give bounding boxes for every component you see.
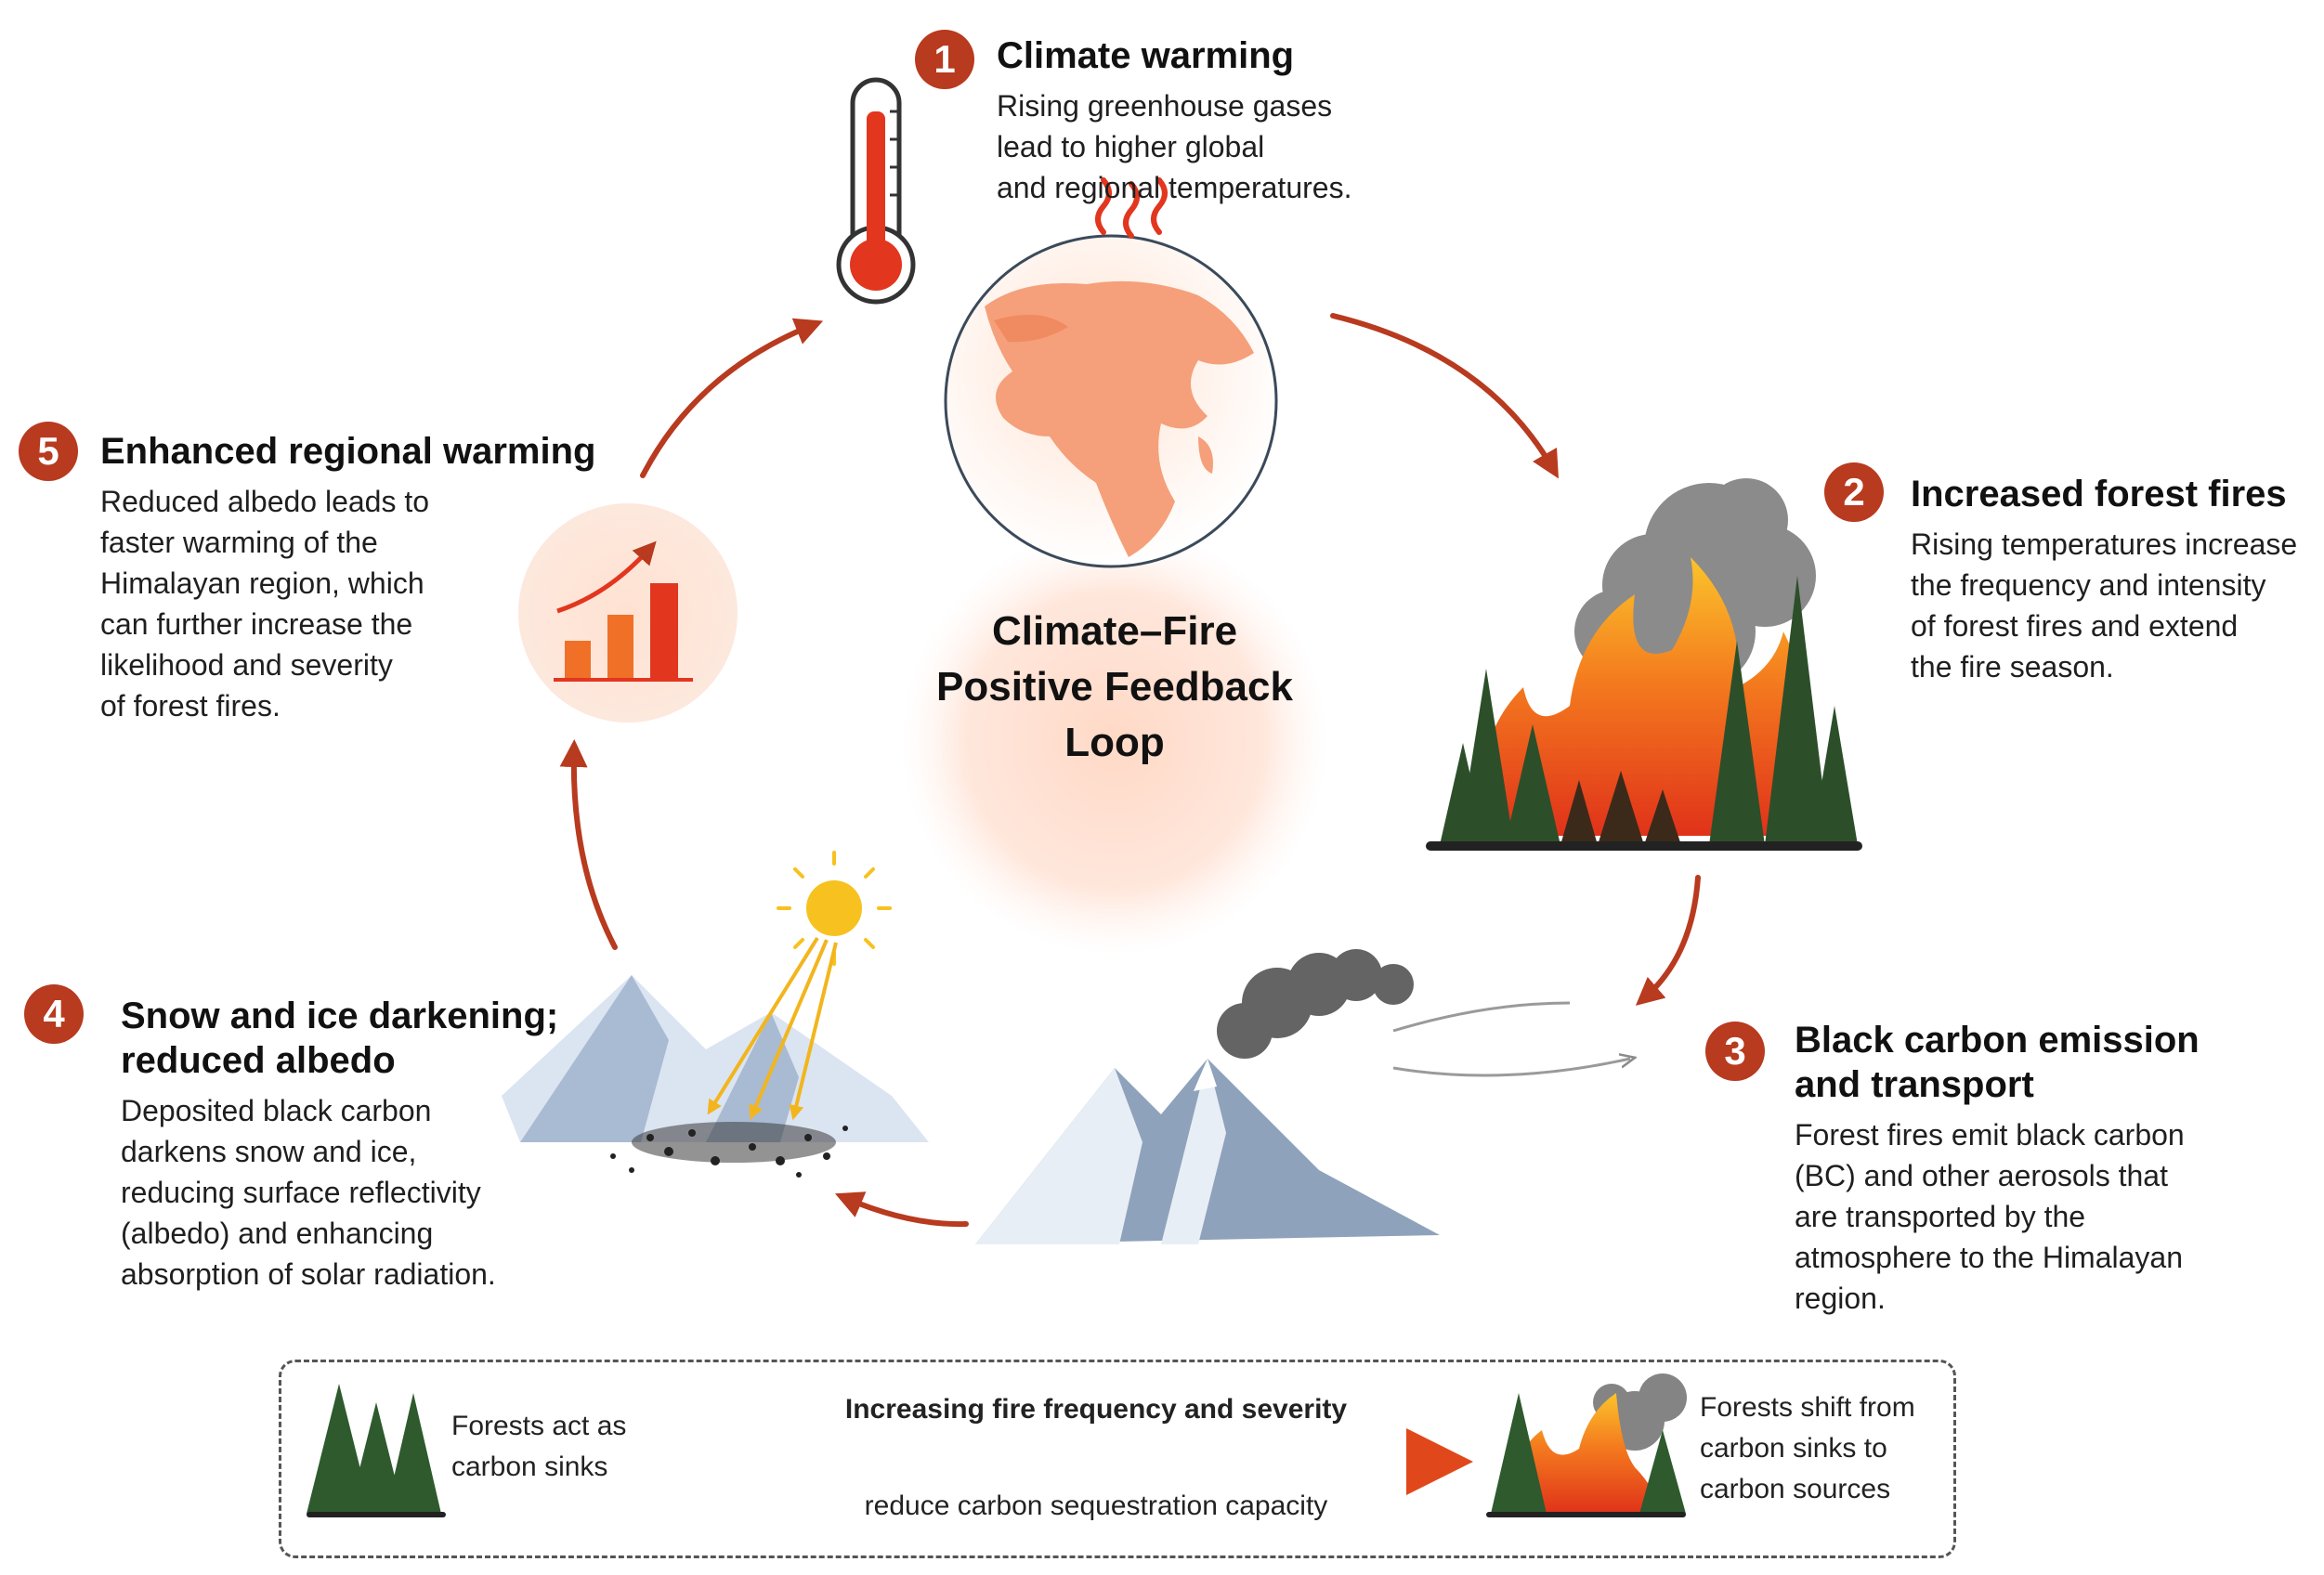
step-5-line: Reduced albedo leads to (100, 485, 430, 518)
step-4-line: reducing surface reflectivity (121, 1176, 481, 1209)
step-3-title-line: Black carbon emission (1795, 1020, 2200, 1061)
arrow-4-to-5 (559, 739, 618, 950)
step-5-line: of forest fires. (100, 689, 281, 722)
legend-left-text: Forests act as carbon sinks (451, 1406, 626, 1488)
step-5-block: Enhanced regional warming Reduced albedo… (100, 429, 620, 726)
arrow-3-to-4 (834, 1191, 969, 1228)
step-3-line: Forest fires emit black carbon (1795, 1118, 2185, 1152)
forest-fire-icon (1426, 478, 1862, 851)
step-2-line: of forest fires and extend (1911, 609, 2239, 643)
step-4-description: Deposited black carbon darkens snow and … (121, 1090, 567, 1295)
step-3-line: atmosphere to the Himalayan (1795, 1241, 2183, 1274)
step-5-line: likelihood and severity (100, 648, 393, 682)
center-title-line-1: Climate–Fire (991, 608, 1238, 654)
step-1-description: Rising greenhouse gases lead to higher g… (997, 85, 1480, 208)
sun-icon (777, 851, 892, 966)
arrow-1-to-2 (1330, 313, 1559, 479)
step-5-line: can further increase the (100, 607, 413, 641)
step-5-title: Enhanced regional warming (100, 431, 596, 472)
step-2-block: Increased forest fires Rising temperatur… (1911, 472, 2319, 687)
center-title: Climate–Fire Positive Feedback Loop (892, 604, 1338, 771)
legend-right-text: Forests shift from carbon sinks to carbo… (1700, 1387, 1915, 1510)
step-4-title-line: reduced albedo (121, 1040, 396, 1081)
step-2-line: Rising temperatures increase (1911, 527, 2298, 561)
step-5-line: Himalayan region, which (100, 566, 424, 600)
globe-icon (944, 234, 1278, 568)
step-4-block: Snow and ice darkening; reduced albedo D… (121, 994, 567, 1295)
legend-arrow-bottom-label: reduce carbon sequestration capacity (864, 1490, 1328, 1521)
step-2-badge: 2 (1824, 462, 1884, 522)
step-3-title-line: and transport (1795, 1064, 2034, 1105)
step-4-line: Deposited black carbon (121, 1094, 432, 1127)
step-2-description: Rising temperatures increase the frequen… (1911, 524, 2319, 687)
step-4-line: (albedo) and enhancing (121, 1217, 434, 1250)
step-1-title: Climate warming (997, 35, 1295, 76)
pine-trees-icon (307, 1384, 446, 1517)
step-1-block: Climate warming Rising greenhouse gases … (997, 33, 1480, 208)
step-3-title: Black carbon emission and transport (1795, 1018, 2278, 1107)
thermometer-icon (836, 77, 916, 305)
step-3-line: region. (1795, 1282, 1886, 1315)
legend-right-line: carbon sources (1700, 1474, 1891, 1504)
step-4-line: absorption of solar radiation. (121, 1257, 496, 1291)
legend-arrow-top-label: Increasing fire frequency and severity (844, 1394, 1348, 1425)
center-title-line-2: Positive Feedback (936, 664, 1293, 709)
burning-forest-icon (1486, 1373, 1687, 1517)
solar-rays-icon (707, 936, 838, 1121)
black-carbon-smoke-icon (1217, 949, 1630, 1077)
step-2-title: Increased forest fires (1911, 474, 2287, 514)
center-title-line-3: Loop (1064, 720, 1165, 765)
legend-right-line: Forests shift from (1700, 1392, 1915, 1423)
heat-waves-icon (1095, 177, 1168, 239)
legend-right-line: carbon sinks to (1700, 1433, 1887, 1464)
step-4-title: Snow and ice darkening; reduced albedo (121, 994, 567, 1083)
step-1-line: lead to higher global (997, 130, 1265, 163)
step-3-block: Black carbon emission and transport Fore… (1795, 1018, 2278, 1319)
step-4-title-line: Snow and ice darkening; (121, 996, 559, 1036)
legend-box (279, 1360, 1956, 1558)
step-1-line: and regional temperatures. (997, 171, 1352, 204)
snow-mountain-icon (502, 975, 929, 1142)
step-1-badge: 1 (915, 30, 974, 89)
step-5-line: faster warming of the (100, 526, 378, 559)
step-3-line: are transported by the (1795, 1200, 2086, 1233)
step-1-line: Rising greenhouse gases (997, 89, 1333, 123)
black-carbon-particles-icon (610, 1122, 848, 1178)
cycle-arrows (559, 313, 1701, 1228)
bar-chart-rising-icon (518, 503, 738, 722)
step-3-line: (BC) and other aerosols that (1795, 1159, 2168, 1192)
step-3-description: Forest fires emit black carbon (BC) and … (1795, 1114, 2278, 1319)
step-4-line: darkens snow and ice, (121, 1135, 417, 1168)
step-4-badge: 4 (24, 984, 84, 1044)
step-2-line: the fire season. (1911, 650, 2114, 683)
step-3-badge: 3 (1705, 1022, 1765, 1081)
step-2-line: the frequency and intensity (1911, 568, 2266, 602)
mountain-icon (975, 1059, 1440, 1244)
arrow-2-to-3 (1635, 875, 1701, 1006)
step-5-description: Reduced albedo leads to faster warming o… (100, 481, 620, 726)
legend-left-line: carbon sinks (451, 1451, 608, 1482)
center-glow (901, 527, 1328, 955)
step-5-badge: 5 (19, 422, 78, 481)
legend-left-line: Forests act as (451, 1411, 627, 1441)
arrow-5-to-1 (640, 318, 824, 478)
